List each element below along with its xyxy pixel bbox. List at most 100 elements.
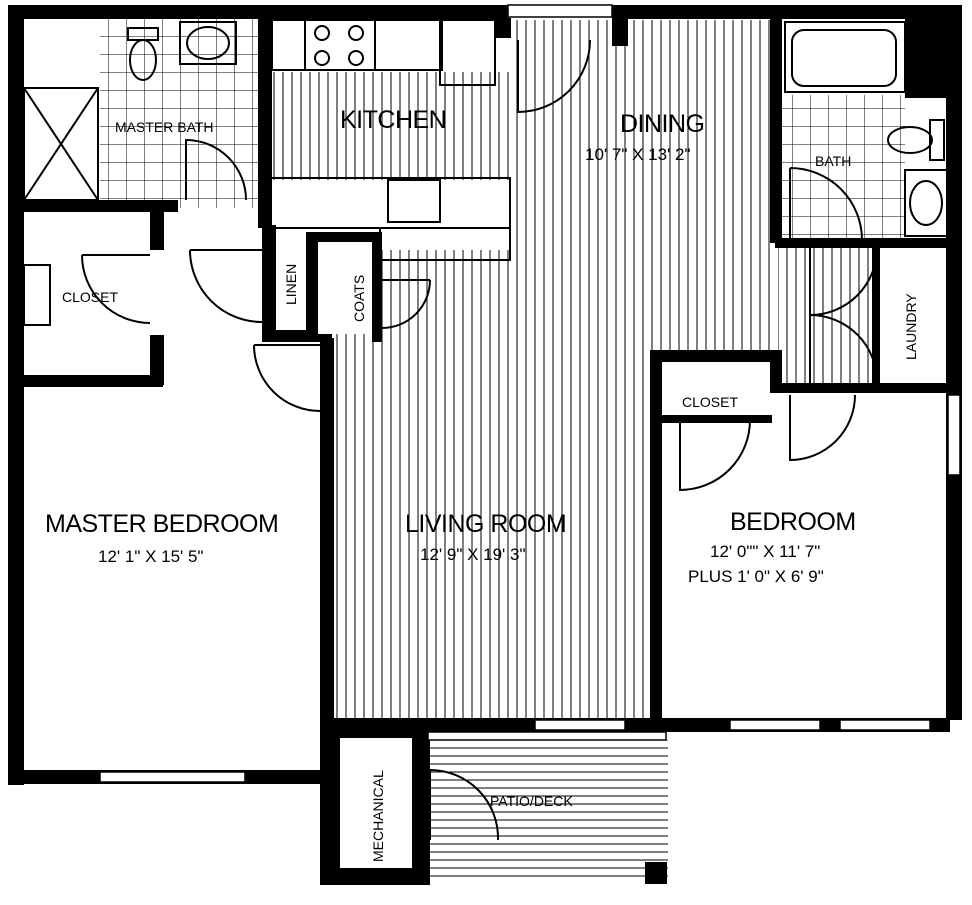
bath-sink: [904, 169, 948, 237]
label-dining: DINING: [620, 110, 705, 138]
wall-coats-left: [306, 232, 318, 342]
master-bedroom-interior: [24, 387, 320, 770]
kitchen-floor: [270, 72, 510, 180]
label-living-room: LIVING ROOM: [405, 510, 566, 538]
wall-right-upper: [946, 5, 962, 400]
bathtub: [784, 21, 906, 93]
wall-bedroom-left: [650, 350, 662, 730]
door-patio[interactable]: [429, 769, 500, 841]
label-patio: PATIO/DECK: [490, 793, 573, 809]
burner-3: [314, 50, 330, 66]
master-toilet-bowl: [129, 39, 157, 81]
label-coats: COATS: [351, 275, 367, 322]
hall-floor: [380, 255, 530, 345]
window-master-bedroom: [99, 771, 246, 783]
window-bedroom-b: [839, 719, 931, 731]
shower-x-b: [23, 87, 99, 201]
wall-master-bath-right: [258, 18, 272, 228]
label-closet-bedroom: CLOSET: [682, 394, 738, 410]
wall-kitchen-top-right: [495, 18, 511, 38]
wall-coats-box: [316, 232, 382, 242]
wall-closet-top: [150, 210, 164, 250]
label-bedroom: BEDROOM: [730, 508, 856, 536]
burner-2: [348, 25, 364, 41]
wall-top-left: [8, 5, 508, 19]
walls: [8, 5, 962, 885]
dim-bedroom: 12' 0"" X 11' 7": [710, 542, 820, 561]
wall-patio-corner: [645, 862, 667, 884]
kitchen-sink: [387, 179, 441, 223]
wall-bedroom-top: [650, 350, 780, 362]
patio-floor: [430, 740, 668, 880]
door-linen[interactable]: [189, 249, 263, 323]
door-coats[interactable]: [381, 279, 431, 329]
door-bedroom[interactable]: [789, 394, 856, 462]
bath-sink-bowl: [909, 180, 943, 226]
door-bath[interactable]: [789, 167, 863, 241]
wall-bath-bottom: [775, 238, 950, 248]
fixtures: [23, 19, 948, 326]
door-closet-master[interactable]: [81, 254, 151, 324]
label-mechanical: MECHANICAL: [370, 770, 386, 862]
wall-linen-left: [262, 225, 276, 340]
bedroom-interior: [662, 393, 946, 718]
wall-top-right: [612, 5, 962, 19]
wall-master-bath-bottom: [8, 200, 178, 212]
doors[interactable]: [81, 39, 879, 841]
dim-bedroom-extra: PLUS 1' 0" X 6' 9": [688, 567, 824, 586]
wall-bedroom-top-right: [775, 383, 960, 393]
laundry-hall-floor: [778, 242, 878, 387]
mechanical-room: [340, 738, 412, 868]
bath-tiles: [780, 95, 905, 240]
room-interiors: [24, 212, 946, 770]
label-bath: BATH: [815, 153, 851, 169]
master-sink: [179, 21, 237, 65]
bath-toilet-bowl: [887, 126, 933, 154]
label-master-bath: MASTER BATH: [115, 119, 214, 135]
dim-living-room: 12' 9" X 19' 3": [420, 545, 526, 564]
fridge: [439, 19, 496, 86]
wall-redraw: [662, 248, 880, 423]
label-linen: LINEN: [283, 264, 299, 305]
windows: [99, 4, 961, 783]
linen-interior: [276, 228, 306, 330]
island-counter: [269, 177, 511, 229]
bedroom-closet-interior: [662, 362, 770, 418]
dim-dining: 10' 7" X 13' 2": [585, 145, 691, 164]
label-master-bedroom: MASTER BEDROOM: [45, 510, 278, 538]
wall-dining-top-right: [612, 18, 628, 46]
door-master-bedroom[interactable]: [253, 344, 321, 412]
window-patio: [427, 731, 667, 741]
coats-interior: [318, 242, 372, 334]
label-closet-master: CLOSET: [62, 289, 118, 305]
closet-master-interior: [24, 212, 150, 375]
burner-4: [348, 50, 364, 66]
door-master-bath[interactable]: [185, 138, 247, 201]
wall-coats-right: [372, 232, 382, 342]
master-shower: [23, 87, 99, 201]
window-bedroom-a: [729, 719, 821, 731]
window-right: [947, 394, 961, 476]
island-bar: [379, 227, 511, 261]
closet-shelf: [23, 264, 51, 326]
wall-laundry-left: [872, 248, 880, 386]
wall-bath-left: [770, 18, 782, 243]
door-laundry-b[interactable]: [809, 313, 879, 384]
wall-bedroom-closet-bottom: [662, 415, 772, 423]
label-laundry: LAUNDRY: [903, 293, 919, 360]
window-living: [534, 719, 626, 731]
door-bedroom-closet[interactable]: [679, 419, 751, 492]
wall-left: [8, 5, 24, 785]
master-sink-bowl: [186, 26, 230, 60]
door-entry[interactable]: [517, 39, 591, 114]
dim-master-bedroom: 12' 1" X 15' 5": [98, 547, 204, 566]
upper-counter: [271, 19, 443, 71]
wall-bath-corner: [905, 18, 947, 98]
wall-closet-bottom: [8, 375, 163, 387]
room-labels: MASTER BATH KITCHEN DINING 10' 7" X 13' …: [45, 106, 919, 862]
label-kitchen: KITCHEN: [340, 106, 446, 134]
wall-closet-bottom-stub: [150, 335, 164, 385]
bath-toilet-tank: [929, 119, 945, 161]
floor-patterns: [100, 18, 905, 880]
